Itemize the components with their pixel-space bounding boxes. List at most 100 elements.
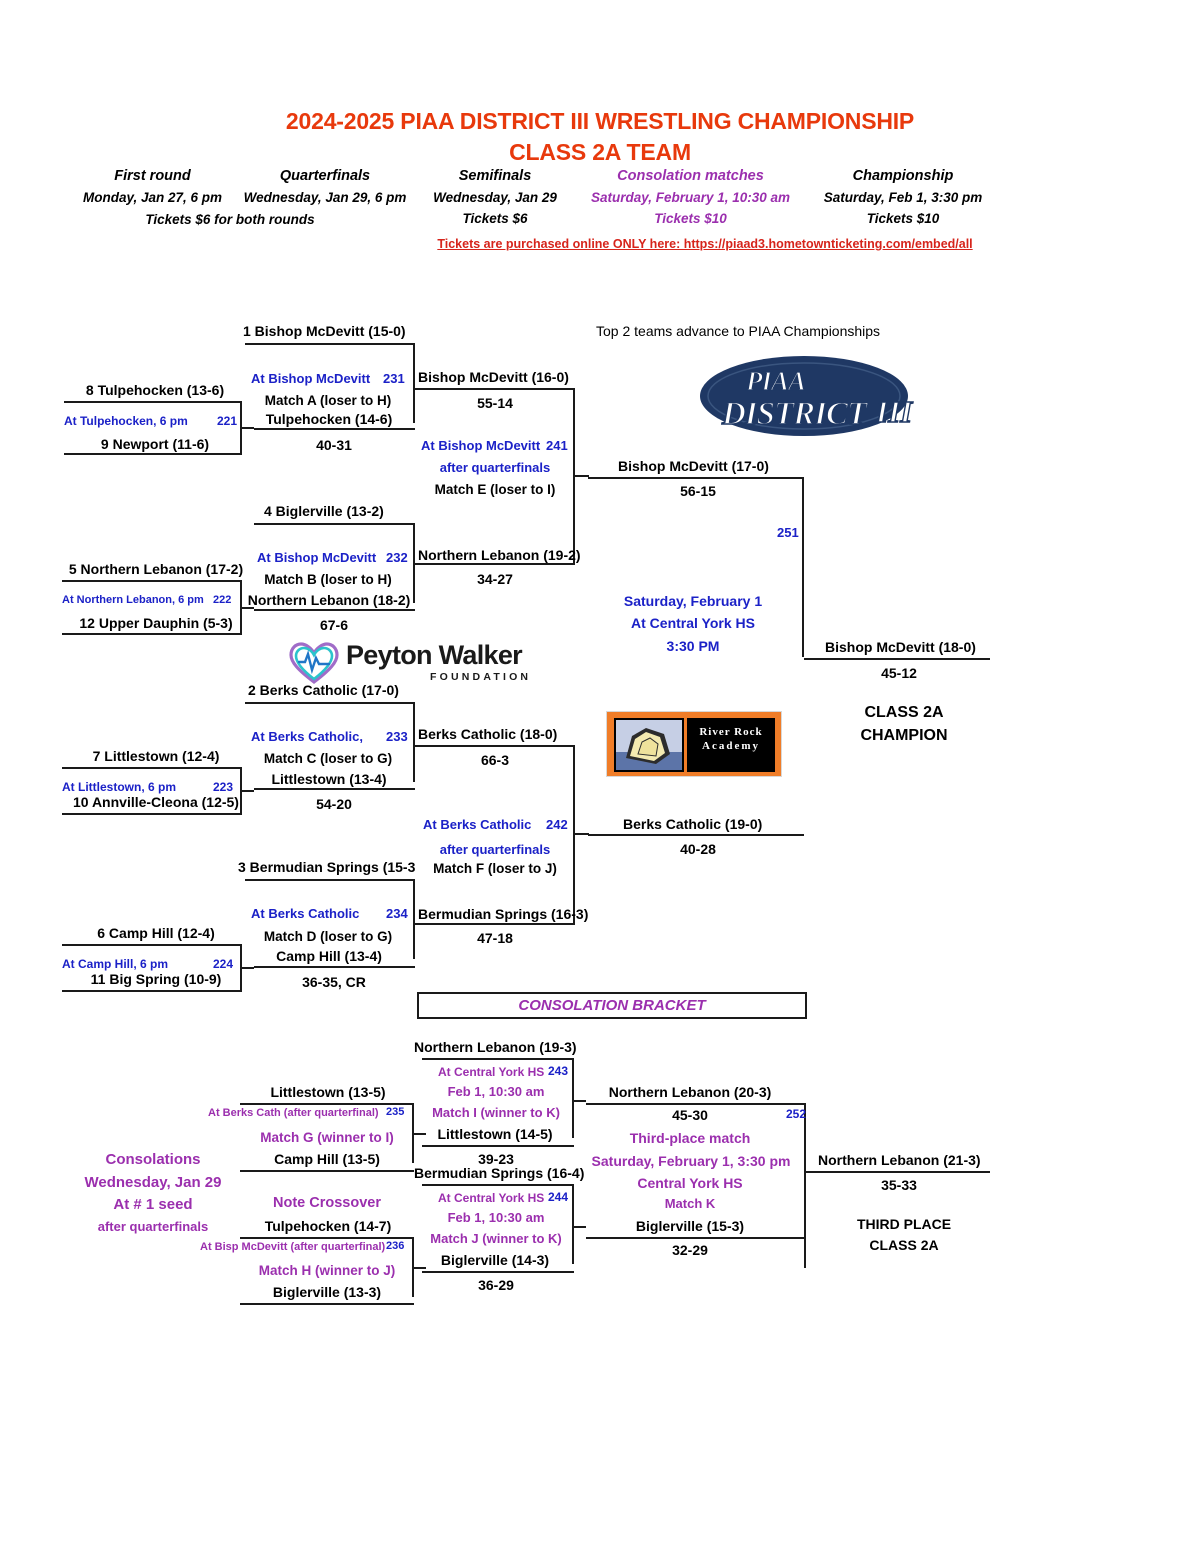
consolation-bracket-header: CONSOLATION BRACKET [417, 992, 807, 1019]
page-title-line1: 2024-2025 PIAA DISTRICT III WRESTLING CH… [285, 108, 915, 134]
bracket-line [62, 944, 242, 946]
consolation-r2-score: 36-29 [478, 1277, 514, 1293]
quarterfinal-bottom-team: Northern Lebanon (18-2) [247, 592, 411, 608]
semifinal-bottom-team: Bermudian Springs (16-3) [418, 906, 589, 922]
champion-label-line1: CLASS 2A [864, 704, 944, 721]
bracket-line [64, 401, 242, 403]
bracket-line [240, 967, 254, 969]
consolation-r2-time: Feb 1, 10:30 am [447, 1210, 545, 1225]
svg-text:DISTRICT: DISTRICT [721, 396, 869, 432]
round-col-championship: Championship Saturday, Feb 1, 3:30 pm Ti… [808, 168, 998, 232]
quarterfinal-top-team: 1 Bishop McDevitt (15-0) [243, 323, 406, 339]
river-rock-line1: River Rock [699, 726, 763, 738]
bracket-line [586, 1103, 806, 1105]
first-round-site: At Northern Lebanon, 6 pm [62, 594, 204, 606]
river-rock-image [614, 718, 684, 772]
third-place-number: 252 [786, 1107, 807, 1121]
champion-team: Bishop McDevitt (18-0) [825, 639, 976, 655]
page-title-line2: CLASS 2A TEAM [509, 139, 691, 165]
consolation-r2-site: At Central York HS [438, 1065, 545, 1079]
champion-label-line2: CHAMPION [860, 727, 948, 744]
consolation-bracket-label: CONSOLATION BRACKET [518, 997, 706, 1014]
bracket-line [586, 1237, 806, 1239]
round-title: Semifinals [458, 168, 532, 184]
consolation-r2-top-team: Northern Lebanon (19-3) [414, 1039, 577, 1055]
bracket-line [240, 1303, 414, 1305]
bracket-line [62, 633, 242, 635]
consolation-r1-match: Match G (winner to I) [260, 1130, 394, 1145]
quarterfinal-top-team: 3 Bermudian Springs (15-3 [238, 859, 416, 875]
consolation-info-line3: At # 1 seed [113, 1196, 193, 1213]
semifinal-top-team: Berks Catholic (18-0) [418, 726, 558, 742]
semifinal-top-score: 55-14 [477, 395, 513, 411]
bracket-line [573, 833, 589, 835]
round-col-quarterfinals: Quarterfinals Wednesday, Jan 29, 6 pm [235, 168, 415, 211]
bracket-line [245, 343, 415, 345]
semifinal-site-note: after quarterfinals [439, 460, 551, 475]
bracket-line [802, 477, 804, 657]
note-crossover: Note Crossover [273, 1195, 381, 1211]
bracket-line [572, 1226, 586, 1228]
consolation-r1-bottom-team: Camp Hill (13-5) [274, 1151, 380, 1167]
first-round-bottom-team: 10 Annville-Cleona (12-5) [73, 794, 239, 810]
bracket-line [806, 1171, 990, 1173]
consolation-r2-site: At Central York HS [438, 1191, 545, 1205]
final-site-line3: 3:30 PM [666, 638, 720, 654]
round-tickets: Tickets $6 for both rounds [145, 212, 315, 227]
ticket-purchase-link[interactable]: Tickets are purchased online ONLY here: … [437, 237, 973, 251]
first-round-bottom-team: 11 Big Spring (10-9) [90, 971, 222, 987]
river-rock-academy-logo: River Rock Academy [606, 711, 782, 777]
consolation-r2-bottom-team: Littlestown (14-5) [437, 1126, 553, 1142]
third-place-label-line2: CLASS 2A [869, 1237, 939, 1253]
consolation-info-line4: after quarterfinals [97, 1219, 209, 1234]
quarterfinal-score: 67-6 [319, 617, 349, 633]
bracket-line [413, 879, 415, 959]
quarterfinal-top-team: 2 Berks Catholic (17-0) [248, 682, 399, 698]
peyton-walker-sub: FOUNDATION [430, 671, 532, 683]
bracket-line [240, 1103, 414, 1105]
river-rock-text-block: River Rock Academy [687, 718, 775, 772]
third-place-line4: Match K [664, 1196, 716, 1211]
first-round-number: 222 [213, 594, 232, 606]
round-date: Monday, Jan 27, 6 pm [82, 190, 223, 205]
first-round-bottom-team: 9 Newport (11-6) [100, 436, 210, 452]
quarterfinal-number: 232 [386, 550, 408, 565]
final-site-line1: Saturday, February 1 [623, 593, 763, 609]
consolation-info-line1: Consolations [105, 1151, 201, 1168]
final-site-line2: At Central York HS [631, 615, 755, 631]
first-round-top-team: 5 Northern Lebanon (17-2) [68, 561, 244, 577]
bracket-line [240, 607, 254, 609]
semifinal-site: At Berks Catholic [423, 817, 532, 832]
first-round-site: At Tulpehocken, 6 pm [64, 414, 188, 428]
semifinal-bottom-score: 34-27 [477, 571, 513, 587]
bracket-line [422, 1145, 574, 1147]
quarterfinal-score: 54-20 [316, 796, 352, 812]
svg-text:III: III [875, 394, 913, 429]
consolation-info-line2: Wednesday, Jan 29 [84, 1174, 222, 1191]
consolation-r2-bottom-team: Biglerville (14-3) [440, 1252, 550, 1268]
final-bottom-score: 40-28 [680, 841, 716, 857]
round-title: Consolation matches [617, 168, 764, 184]
consolation-r1-match: Match H (winner to J) [258, 1263, 396, 1278]
semifinal-bottom-score: 47-18 [477, 930, 513, 946]
first-round-number: 224 [213, 957, 234, 971]
consolation-r2-number: 244 [548, 1190, 569, 1204]
consolation-r2-time: Feb 1, 10:30 am [447, 1084, 545, 1099]
third-place-bottom-score: 32-29 [672, 1242, 708, 1258]
bracket-line [804, 1103, 806, 1268]
round-col-consolation: Consolation matches Saturday, February 1… [578, 168, 803, 232]
consolation-r2-score: 39-23 [478, 1151, 514, 1167]
round-title: First round [114, 168, 191, 184]
semifinal-site: At Bishop McDevitt [421, 438, 541, 453]
bracket-line [422, 1184, 574, 1186]
consolation-r1-number: 235 [386, 1106, 405, 1118]
quarterfinal-site: At Berks Catholic [251, 906, 360, 921]
first-round-site: At Littlestown, 6 pm [62, 780, 176, 794]
quarterfinal-match: Match D (loser to G) [263, 929, 393, 944]
bracket-line [254, 609, 415, 611]
third-place-winner-score: 35-33 [881, 1177, 917, 1193]
quarterfinal-number: 234 [386, 906, 408, 921]
semifinal-top-score: 66-3 [480, 752, 510, 768]
consolation-r1-top-team: Tulpehocken (14-7) [264, 1218, 392, 1234]
first-round-number: 221 [217, 414, 238, 428]
